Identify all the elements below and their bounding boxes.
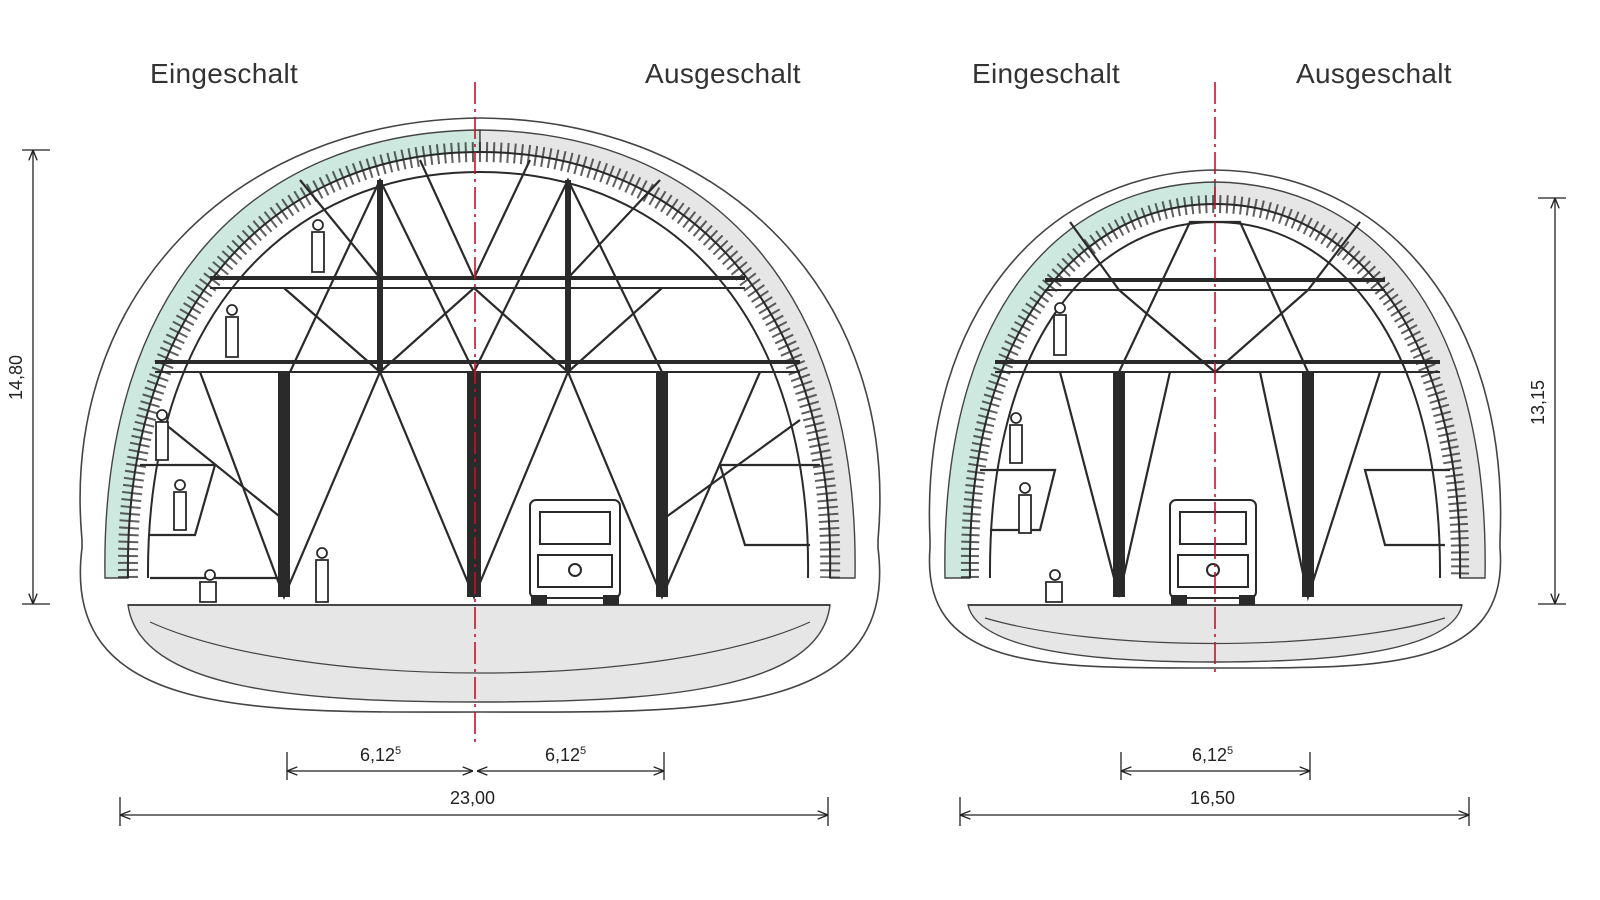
section-1-left-label: Eingeschalt <box>150 58 299 89</box>
section-1-right-label: Ausgeschalt <box>645 58 801 89</box>
section-2-truck <box>1169 499 1257 605</box>
section-2-height-dimension: 13,15 <box>1528 379 1548 425</box>
section-2-dimensions <box>959 197 1566 826</box>
section-1-invert <box>127 604 831 703</box>
section-1-half-dim-right: 6,125 <box>545 745 587 765</box>
section-2-workers <box>1009 302 1067 603</box>
section-1-width-dimension: 23,00 <box>450 788 496 808</box>
section-1-height-dimension: 14,80 <box>6 354 26 400</box>
section-2-outer-contour <box>928 169 1502 669</box>
section-2-left-label: Eingeschalt <box>972 58 1121 89</box>
section-1-dimensions <box>22 149 829 826</box>
section-2-width-dimension: 16,50 <box>1190 788 1236 808</box>
section-2-right-label: Ausgeschalt <box>1296 58 1452 89</box>
section-2-half-dim: 6,125 <box>1192 745 1234 765</box>
section-1-truck <box>529 499 621 605</box>
section-1-workers <box>155 219 329 603</box>
section-1-half-dim-left: 6,125 <box>360 745 402 765</box>
section-1-tunnel <box>79 82 881 745</box>
section-2-tunnel <box>928 82 1502 672</box>
